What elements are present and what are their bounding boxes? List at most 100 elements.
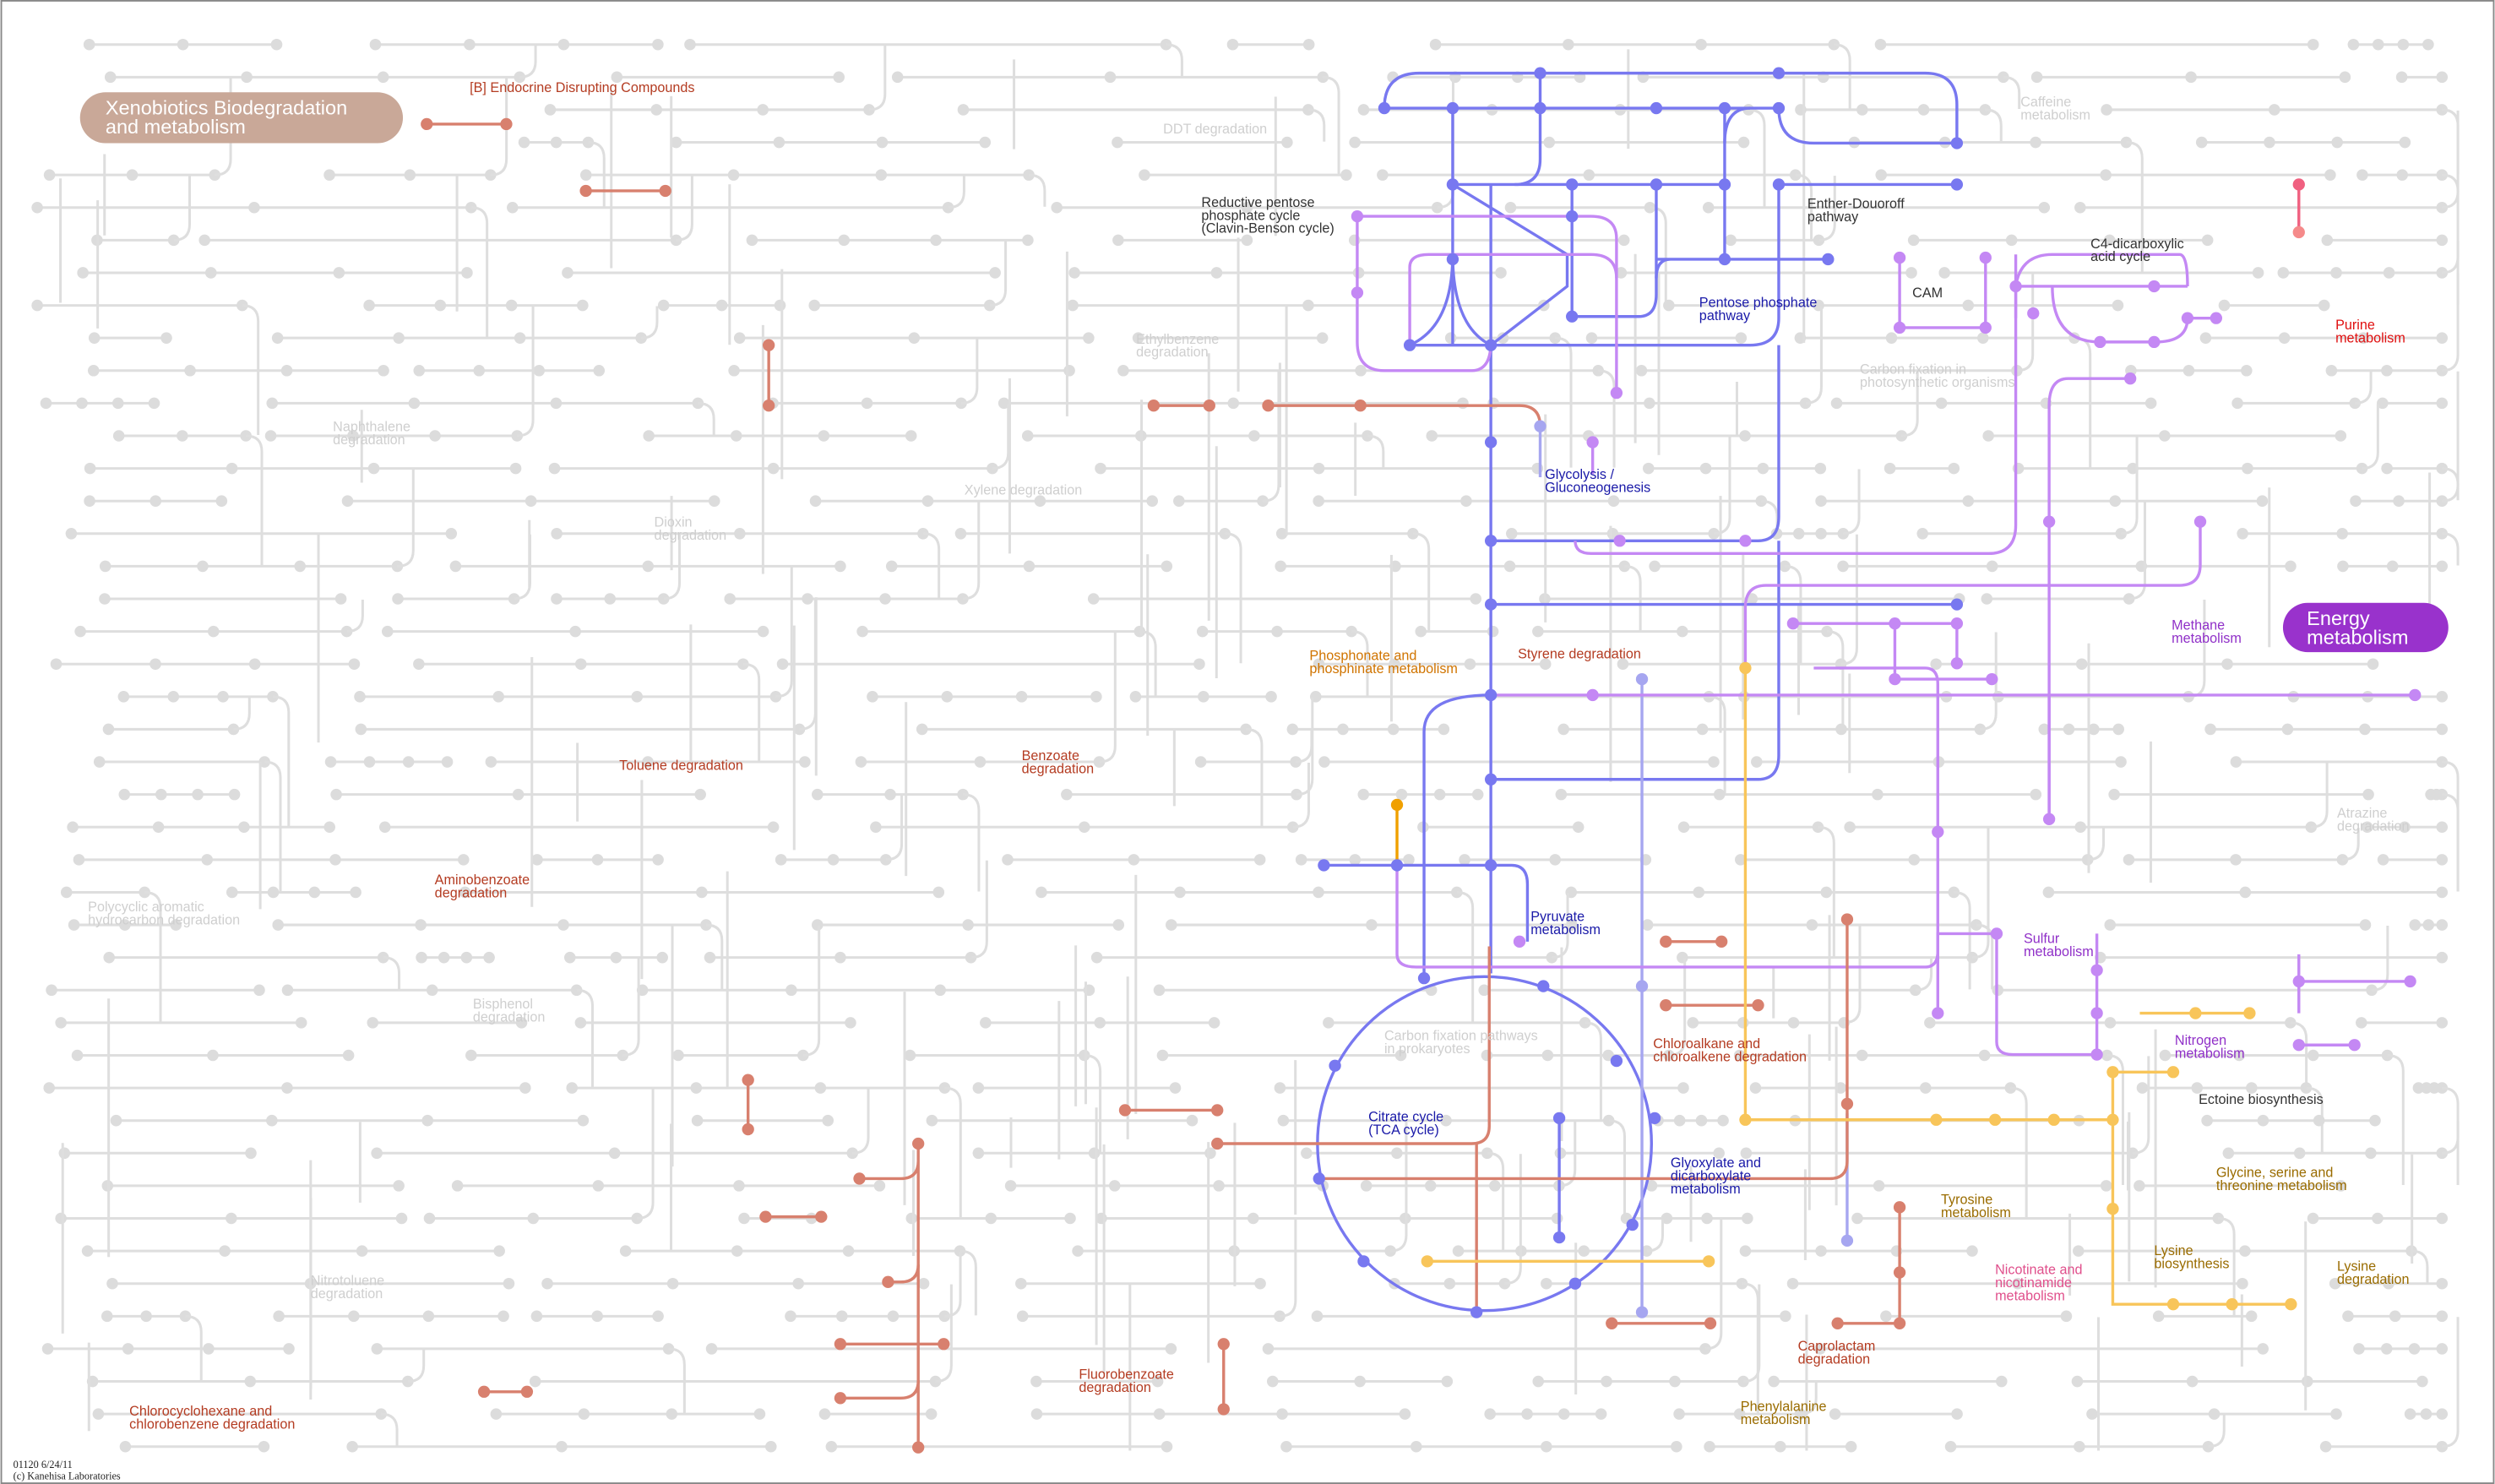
highlighted-compound-node[interactable] (1484, 859, 1498, 872)
compound-node[interactable] (1851, 1212, 1863, 1225)
compound-node[interactable] (818, 1408, 831, 1420)
compound-node[interactable] (1313, 462, 1325, 475)
compound-node[interactable] (266, 397, 279, 410)
compound-node[interactable] (1506, 528, 1518, 540)
compound-node[interactable] (989, 267, 1001, 279)
compound-node[interactable] (449, 560, 462, 573)
highlighted-compound-node[interactable] (763, 400, 775, 412)
compound-node[interactable] (1481, 1049, 1493, 1062)
compound-node[interactable] (2239, 886, 2252, 899)
compound-node[interactable] (941, 691, 954, 703)
highlighted-compound-node[interactable] (912, 1137, 925, 1150)
compound-node[interactable] (1880, 1310, 1892, 1323)
compound-node[interactable] (429, 430, 441, 442)
compound-node[interactable] (557, 919, 569, 931)
compound-node[interactable] (505, 299, 518, 312)
compound-node[interactable] (2404, 1408, 2416, 1420)
compound-node[interactable] (715, 299, 728, 312)
compound-node[interactable] (1302, 299, 1314, 312)
compound-node[interactable] (785, 1310, 796, 1323)
compound-node[interactable] (58, 1147, 71, 1160)
compound-node[interactable] (1301, 1147, 1313, 1160)
compound-node[interactable] (834, 560, 846, 573)
compound-node[interactable] (2242, 462, 2253, 475)
compound-node[interactable] (1280, 1440, 1292, 1453)
compound-node[interactable] (41, 1343, 54, 1355)
compound-node[interactable] (421, 1114, 434, 1127)
highlighted-compound-node[interactable] (1650, 178, 1663, 191)
highlighted-compound-node[interactable] (1988, 1113, 2002, 1126)
compound-node[interactable] (569, 625, 581, 638)
compound-node[interactable] (2436, 886, 2449, 899)
highlighted-compound-node[interactable] (1351, 209, 1364, 223)
compound-node[interactable] (1677, 625, 1688, 638)
compound-node[interactable] (2359, 723, 2371, 736)
compound-node[interactable] (1354, 1375, 1366, 1388)
compound-node[interactable] (1015, 1277, 1027, 1290)
compound-node[interactable] (226, 886, 238, 899)
compound-node[interactable] (2060, 1310, 2073, 1323)
compound-node[interactable] (371, 1147, 383, 1160)
compound-node[interactable] (258, 756, 270, 768)
highlighted-compound-node[interactable] (1378, 101, 1391, 115)
compound-node[interactable] (1806, 919, 1818, 931)
compound-node[interactable] (1036, 886, 1047, 899)
compound-node[interactable] (1108, 1180, 1121, 1192)
highlighted-compound-node[interactable] (1893, 1201, 1906, 1214)
compound-node[interactable] (1241, 201, 1253, 214)
compound-node[interactable] (441, 756, 454, 768)
compound-node[interactable] (887, 1310, 900, 1323)
compound-node[interactable] (2108, 788, 2120, 801)
highlighted-compound-node[interactable] (1718, 178, 1731, 191)
highlighted-compound-node[interactable] (763, 339, 775, 351)
compound-node[interactable] (258, 1440, 270, 1453)
compound-node[interactable] (1457, 397, 1469, 410)
highlighted-compound-node[interactable] (1484, 688, 1498, 702)
compound-node[interactable] (1642, 462, 1655, 475)
compound-node[interactable] (65, 528, 78, 540)
compound-node[interactable] (415, 919, 427, 931)
compound-node[interactable] (1186, 1114, 1199, 1127)
compound-node[interactable] (330, 788, 342, 801)
highlighted-compound-node[interactable] (1351, 286, 1364, 299)
highlighted-compound-node[interactable] (2166, 1066, 2180, 1079)
compound-node[interactable] (1617, 234, 1630, 247)
compound-node[interactable] (1693, 886, 1705, 899)
compound-node[interactable] (117, 691, 130, 703)
compound-node[interactable] (2399, 136, 2411, 149)
compound-node[interactable] (870, 821, 882, 834)
compound-node[interactable] (650, 104, 662, 116)
highlighted-compound-node[interactable] (1893, 321, 1906, 334)
compound-node[interactable] (691, 1114, 704, 1127)
compound-node[interactable] (342, 1049, 355, 1062)
compound-node[interactable] (1704, 1440, 1715, 1453)
compound-node[interactable] (2436, 1212, 2449, 1225)
compound-node[interactable] (81, 1245, 94, 1257)
compound-node[interactable] (1944, 1440, 1957, 1453)
compound-node[interactable] (1739, 1245, 1752, 1257)
compound-node[interactable] (1340, 169, 1352, 181)
compound-node[interactable] (905, 1212, 918, 1225)
highlighted-compound-node[interactable] (2047, 1113, 2060, 1126)
compound-node[interactable] (1495, 267, 1507, 279)
compound-node[interactable] (1004, 1180, 1017, 1192)
compound-node[interactable] (363, 756, 376, 768)
compound-node[interactable] (2307, 1049, 2319, 1062)
compound-node[interactable] (2233, 1049, 2245, 1062)
compound-node[interactable] (1541, 1277, 1552, 1290)
highlighted-compound-node[interactable] (1840, 1097, 1854, 1111)
compound-node[interactable] (2245, 1310, 2258, 1323)
compound-node[interactable] (1820, 886, 1833, 899)
compound-node[interactable] (2201, 1114, 2213, 1127)
compound-node[interactable] (149, 658, 161, 671)
highlighted-compound-node[interactable] (2042, 813, 2056, 825)
compound-node[interactable] (272, 919, 284, 931)
compound-node[interactable] (985, 1212, 997, 1225)
compound-node[interactable] (2357, 332, 2369, 344)
highlighted-compound-node[interactable] (2027, 307, 2040, 320)
compound-node[interactable] (1713, 788, 1726, 801)
compound-node[interactable] (1856, 104, 1868, 116)
